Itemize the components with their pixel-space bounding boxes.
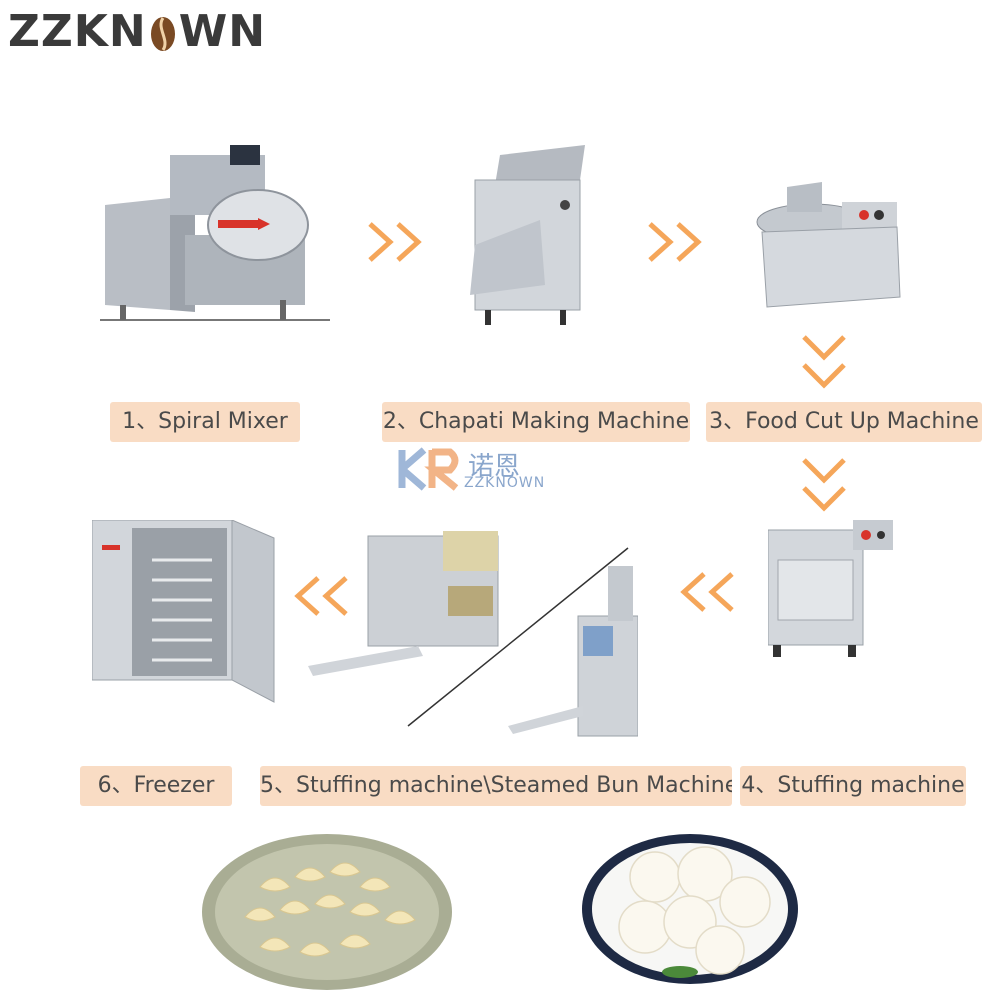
dumpling-and-bun-machines-image [308, 531, 638, 737]
arrow-right-icon [648, 222, 702, 262]
arrow-down-icon [802, 335, 846, 389]
step-label: 1、Spiral Mixer [110, 402, 300, 442]
stuffing-mixer-image [768, 520, 893, 657]
coffee-bean-icon [150, 17, 175, 51]
step-label: 4、Stuffing machine [740, 766, 966, 806]
dumplings-plate-image [202, 834, 452, 990]
spiral-mixer-image [100, 145, 330, 321]
freezer-image [92, 520, 275, 703]
chapati-machine-image [470, 145, 585, 325]
bowl-cutter-image [756, 182, 901, 308]
watermark-cn-text: 诺恩 [468, 452, 521, 482]
step-label: 6、Freezer [80, 766, 232, 806]
step-label: 5、Stuffing machine\Steamed Bun Machine [260, 766, 732, 806]
arrow-left-icon [294, 576, 348, 616]
step-label: 3、Food Cut Up Machine [706, 402, 982, 442]
watermark-en-text: ZZKNOWN [464, 475, 546, 491]
arrow-right-icon [368, 222, 422, 262]
brand-name-prefix: ZZKN [8, 6, 147, 57]
step-label: 2、Chapati Making Machine [382, 402, 690, 442]
steamed-buns-plate-image [582, 834, 798, 984]
arrow-down-icon [802, 458, 846, 512]
arrow-left-icon [680, 572, 734, 612]
brand-logo: ZZKN WN [8, 4, 266, 60]
brand-name-suffix: WN [178, 6, 267, 57]
watermark-logo-icon [398, 447, 459, 491]
